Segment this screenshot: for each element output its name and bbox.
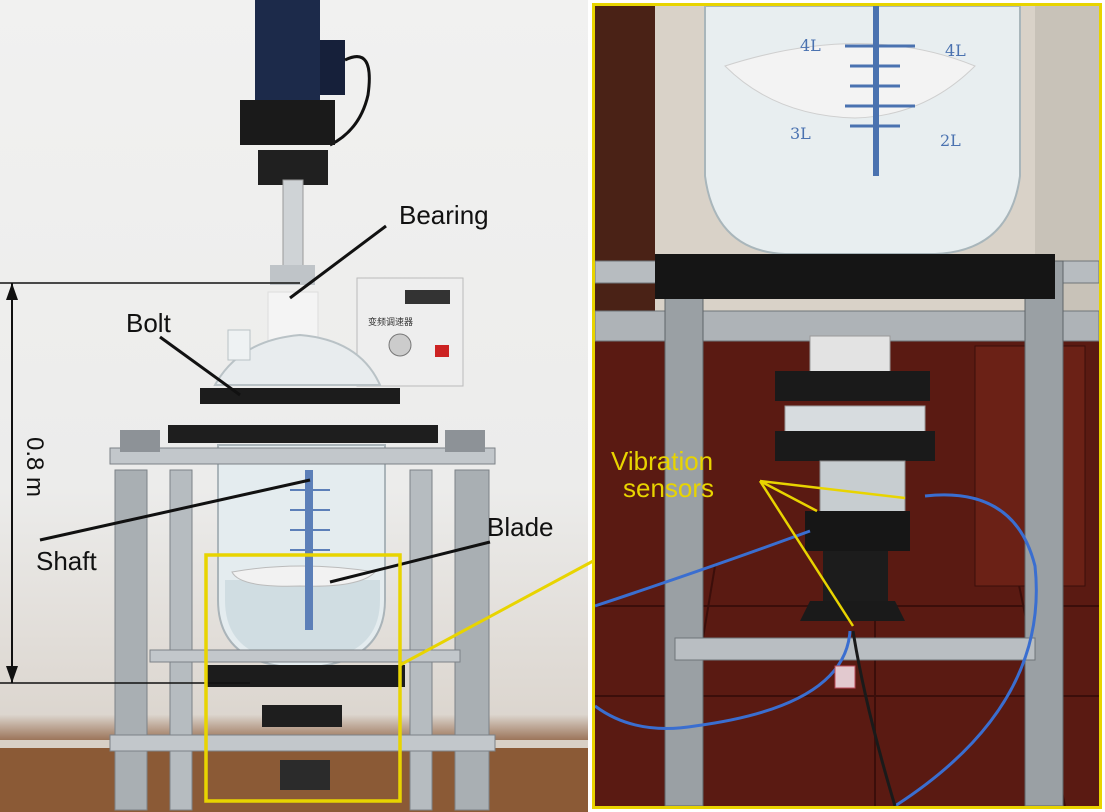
sensor-leader-3 (758, 480, 855, 627)
bearing-leader (289, 224, 387, 300)
vessel-marking-bottom-right: 2L (940, 131, 961, 150)
detail-illustration: 4L 4L 3L 2L (595, 6, 1099, 806)
bearing-label: Bearing (399, 200, 489, 230)
controller-text: 变频调速器 (368, 316, 413, 328)
highlight-box (204, 553, 402, 803)
sensor-cable-right (894, 493, 1038, 806)
vibration-sensors-label: Vibration sensors (611, 446, 715, 504)
sensor-cable-left (595, 529, 811, 608)
bolt-label: Bolt (126, 308, 171, 338)
vessel-marking-bottom-left: 3L (790, 124, 811, 143)
sensor-leader-1 (759, 479, 818, 513)
vibration-sensors-line1: Vibration (611, 446, 714, 476)
vessel-marking-top-left: 4L (800, 36, 821, 55)
shaft-label: Shaft (36, 546, 97, 576)
bolt-leader (159, 335, 241, 397)
reactor-illustration: 变频调速器 (0, 0, 588, 812)
motor (255, 0, 320, 105)
sensor-leader-2 (759, 479, 906, 500)
shaft-leader (39, 478, 311, 542)
detail-photo: 4L 4L 3L 2L Vibration sensors (592, 3, 1102, 809)
vessel-marking-top-right: 4L (945, 41, 966, 60)
motor-coupling (240, 100, 335, 145)
vibration-sensors-line2: sensors (623, 473, 715, 504)
blade-label: Blade (487, 512, 554, 542)
flange-plate (200, 388, 400, 404)
height-label: 0.8 m (21, 437, 48, 498)
reactor-overview-photo: 变频调速器 (0, 0, 588, 812)
